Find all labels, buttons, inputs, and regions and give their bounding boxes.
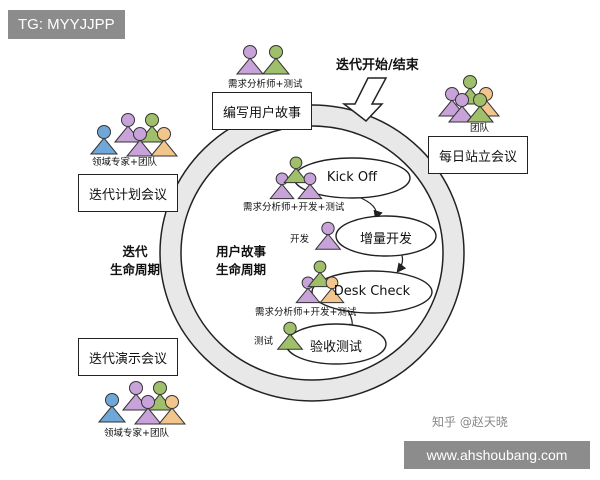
person-icon xyxy=(465,93,495,123)
inner-lifecycle-label: 用户故事 生命周期 xyxy=(216,243,266,279)
box-iteration-planning: 迭代计划会议 xyxy=(78,174,178,212)
person-icon xyxy=(235,45,265,75)
person-icon xyxy=(125,127,155,157)
deskcheck-text: Desk Check xyxy=(333,284,411,299)
person-icon xyxy=(157,395,187,425)
role-team-right: 团队 xyxy=(470,123,490,134)
person-icon xyxy=(97,393,127,423)
iteration-start-arrow xyxy=(341,77,388,123)
box-iteration-demo: 迭代演示会议 xyxy=(78,338,178,376)
person-icon xyxy=(276,321,304,350)
box-write-user-story: 编写用户故事 xyxy=(212,92,312,130)
role-domain-team-bottom: 领域专家+团队 xyxy=(104,428,169,439)
outer-label-line1: 迭代 xyxy=(122,244,148,259)
role-ba-dev-test-2: 需求分析师+开发+测试 xyxy=(255,307,357,318)
role-ba-dev-test-1: 需求分析师+开发+测试 xyxy=(243,202,345,213)
inner-label-line1: 用户故事 xyxy=(216,244,267,259)
person-icon xyxy=(319,276,345,304)
person-icon xyxy=(133,395,163,425)
iteration-start-end-label: 迭代开始/结束 xyxy=(336,58,419,73)
tag-label: TG: MYYJJPP xyxy=(8,10,125,39)
person-icon xyxy=(261,45,291,75)
kickoff-text: Kick Off xyxy=(326,170,378,185)
oval-dev xyxy=(335,215,437,257)
person-icon xyxy=(447,93,477,123)
person-icon xyxy=(297,172,323,200)
person-icon xyxy=(149,127,179,157)
people-figures xyxy=(89,45,501,425)
acceptance-text: 验收测试 xyxy=(309,340,362,355)
box-daily-standup: 每日站立会议 xyxy=(428,136,528,174)
footer-url: www.ahshoubang.com xyxy=(404,441,590,469)
outer-label-line2: 生命周期 xyxy=(110,262,161,278)
person-icon xyxy=(283,156,309,184)
person-icon xyxy=(314,221,342,250)
inner-label-line2: 生命周期 xyxy=(216,262,267,278)
role-test: 测试 xyxy=(254,336,274,347)
outer-lifecycle-label: 迭代 生命周期 xyxy=(110,243,160,279)
role-domain-team-left: 领域专家+团队 xyxy=(92,157,157,168)
role-ba-test-top: 需求分析师+测试 xyxy=(228,79,303,90)
dev-text: 增量开发 xyxy=(359,232,412,247)
watermark: 知乎 @赵天晓 xyxy=(432,415,508,429)
person-icon xyxy=(89,125,119,155)
role-dev: 开发 xyxy=(290,234,310,245)
